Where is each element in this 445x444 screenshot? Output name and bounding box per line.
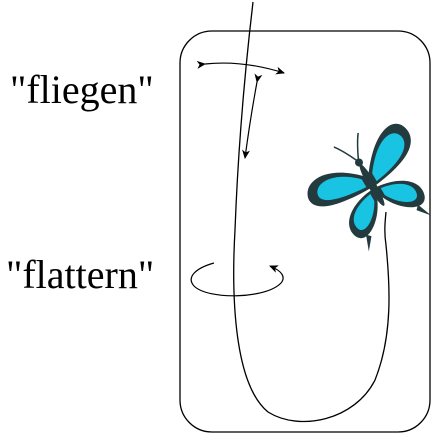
vertical-double-arrow — [242, 73, 263, 159]
butterfly-icon — [307, 123, 432, 252]
flutter-arrow-icon — [190, 262, 284, 297]
flight-path — [233, 1, 390, 423]
frame — [179, 30, 431, 433]
circular-arrow-ellipse — [190, 262, 284, 297]
horizontal-double-arrow — [196, 60, 285, 75]
label-flattern: "flattern" — [6, 252, 155, 297]
label-fliegen: "fliegen" — [10, 67, 154, 112]
fly-arrows-icon — [196, 60, 285, 159]
